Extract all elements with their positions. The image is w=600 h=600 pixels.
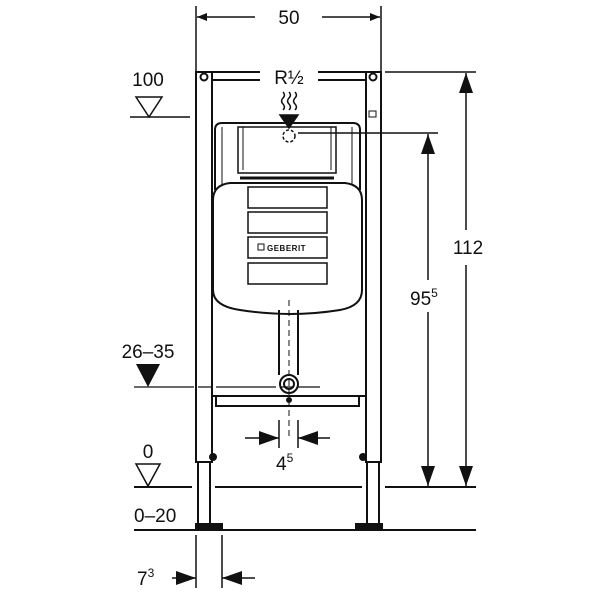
foot-width-label: 73 bbox=[137, 566, 155, 590]
pipe-width-dimension bbox=[245, 420, 330, 448]
open-level-triangle-icon bbox=[134, 96, 164, 119]
open-level-triangle-icon bbox=[134, 463, 162, 488]
foot-width-dimension bbox=[172, 535, 255, 588]
pipe-width-label: 45 bbox=[276, 451, 294, 475]
floor-adjust-label: 0–20 bbox=[134, 506, 176, 527]
total-height-dimension bbox=[385, 71, 476, 486]
level-top-label: 100 bbox=[132, 70, 164, 91]
level-drain-label: 26–35 bbox=[122, 342, 175, 363]
water-inlet-icon bbox=[278, 91, 300, 143]
cistern bbox=[212, 122, 363, 315]
width-label: 50 bbox=[278, 8, 299, 29]
level-floor-label: 0 bbox=[143, 442, 154, 463]
inlet-height-label: 955 bbox=[410, 286, 438, 310]
connection-label: R½ bbox=[274, 68, 304, 89]
filled-level-triangle-icon bbox=[136, 364, 160, 387]
floor-line bbox=[134, 486, 476, 531]
drain-pipe bbox=[278, 300, 299, 440]
geberit-logo: GEBERIT bbox=[267, 244, 306, 253]
width-dimension bbox=[195, 6, 382, 72]
total-height-label: 112 bbox=[453, 238, 483, 259]
